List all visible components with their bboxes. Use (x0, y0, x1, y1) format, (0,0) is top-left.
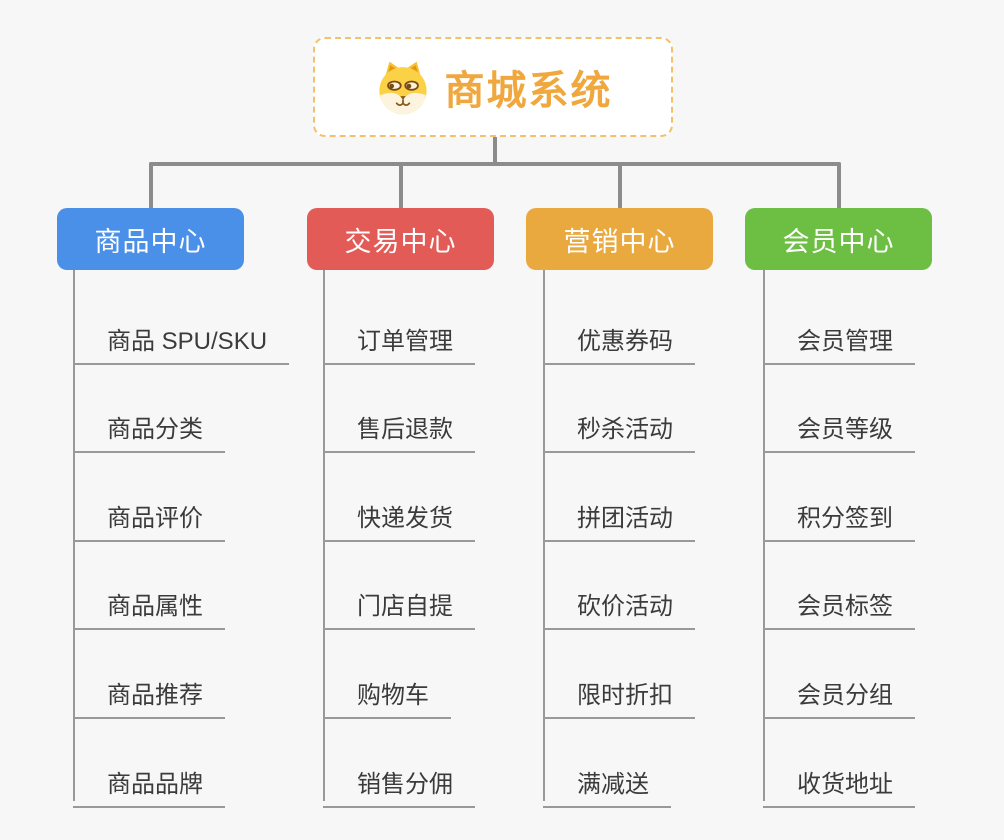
branch-vertical-line (763, 270, 765, 801)
leaf-item[interactable]: 满减送 (543, 751, 671, 808)
leaf-item[interactable]: 门店自提 (323, 573, 475, 630)
leaf-item[interactable]: 优惠券码 (543, 308, 695, 365)
branch-node-marketing-center[interactable]: 营销中心 (526, 208, 713, 270)
leaf-item[interactable]: 商品分类 (73, 396, 225, 453)
connector-root-stub (493, 136, 497, 164)
leaf-item[interactable]: 砍价活动 (543, 573, 695, 630)
branch-vertical-line (323, 270, 325, 801)
leaf-item[interactable]: 会员标签 (763, 573, 915, 630)
leaf-item[interactable]: 秒杀活动 (543, 396, 695, 453)
leaf-item[interactable]: 购物车 (323, 662, 451, 719)
branch-vertical-line (543, 270, 545, 801)
branch-node-product-center[interactable]: 商品中心 (57, 208, 244, 270)
leaf-item[interactable]: 积分签到 (763, 485, 915, 542)
leaf-item[interactable]: 商品推荐 (73, 662, 225, 719)
dog-face-icon (374, 58, 432, 116)
leaf-item[interactable]: 订单管理 (323, 308, 475, 365)
root-node[interactable]: 商城系统 (313, 37, 673, 137)
branch-column-product: 商品中心 商品 SPU/SKU 商品分类 商品评价 商品属性 商品推荐 商品品牌 (57, 208, 307, 828)
leaf-item[interactable]: 拼团活动 (543, 485, 695, 542)
branch-vertical-line (73, 270, 75, 801)
connector-branch-stub (399, 162, 403, 209)
leaf-item[interactable]: 商品 SPU/SKU (73, 308, 290, 365)
leaf-item[interactable]: 限时折扣 (543, 662, 695, 719)
leaf-item[interactable]: 售后退款 (323, 396, 475, 453)
leaf-item[interactable]: 商品评价 (73, 485, 225, 542)
branch-node-trade-center[interactable]: 交易中心 (307, 208, 494, 270)
leaf-item[interactable]: 收货地址 (763, 751, 915, 808)
connector-branch-stub (618, 162, 622, 209)
connector-branch-stub (837, 162, 841, 209)
branch-column-member: 会员中心 会员管理 会员等级 积分签到 会员标签 会员分组 收货地址 (745, 208, 995, 828)
leaf-item[interactable]: 会员等级 (763, 396, 915, 453)
leaf-item[interactable]: 商品属性 (73, 573, 225, 630)
leaf-item[interactable]: 会员分组 (763, 662, 915, 719)
leaf-item[interactable]: 销售分佣 (323, 751, 475, 808)
connector-branch-stub (149, 162, 153, 209)
leaf-item[interactable]: 商品品牌 (73, 751, 225, 808)
branch-column-trade: 交易中心 订单管理 售后退款 快递发货 门店自提 购物车 销售分佣 (307, 208, 557, 828)
branch-column-marketing: 营销中心 优惠券码 秒杀活动 拼团活动 砍价活动 限时折扣 满减送 (526, 208, 776, 828)
leaf-item[interactable]: 会员管理 (763, 308, 915, 365)
branch-node-member-center[interactable]: 会员中心 (745, 208, 932, 270)
root-title: 商城系统 (444, 69, 613, 113)
connector-horizontal-line (149, 162, 841, 166)
leaf-item[interactable]: 快递发货 (323, 485, 475, 542)
